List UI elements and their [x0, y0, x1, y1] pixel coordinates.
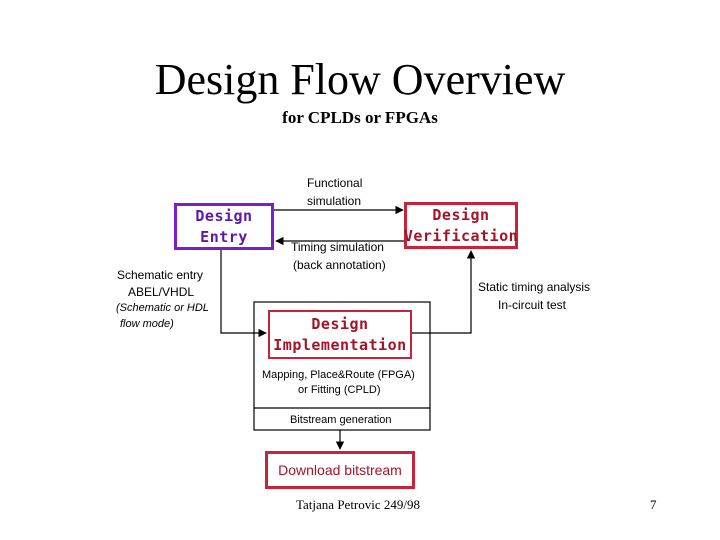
- schematic-label-1: Schematic entry: [117, 268, 204, 282]
- design-verification-line2: Verification: [403, 226, 519, 245]
- schematic-label-4: flow mode): [120, 318, 174, 330]
- download-bitstream-box: Download bitstream: [265, 451, 415, 489]
- timing-sim-label-1: Timing simulation: [291, 240, 384, 254]
- design-implementation-line1: Design: [311, 314, 369, 333]
- design-implementation-box: Design Implementation: [268, 310, 412, 359]
- design-verification-box: Design Verification: [404, 202, 518, 249]
- timing-sim-label-2: (back annotation): [293, 258, 386, 272]
- design-entry-box: Design Entry: [174, 203, 274, 250]
- implementation-region: [253, 301, 431, 431]
- entry-to-impl-arrow: [220, 250, 267, 338]
- functional-sim-label-2: simulation: [307, 194, 362, 208]
- static-timing-label-1: Static timing analysis: [478, 280, 591, 294]
- mapping-label-1: Mapping, Place&Route (FPGA): [262, 369, 415, 381]
- schematic-label-2: ABEL/VHDL: [128, 285, 195, 299]
- bitstream-generation-label: Bitstream generation: [290, 414, 392, 426]
- design-verification-line1: Design: [432, 205, 490, 224]
- static-timing-label-2: In-circuit test: [498, 298, 567, 312]
- design-entry-line1: Design: [195, 206, 253, 225]
- design-entry-line2: Entry: [200, 227, 248, 246]
- impl-to-verif-arrow: [412, 250, 476, 334]
- slide-title: Design Flow Overview: [154, 55, 566, 104]
- slide-subtitle: for CPLDs or FPGAs: [282, 108, 438, 127]
- mapping-label-2: or Fitting (CPLD): [298, 384, 381, 396]
- download-bitstream-label: Download bitstream: [278, 461, 402, 478]
- schematic-label-3: (Schematic or HDL: [116, 302, 209, 314]
- design-implementation-line2: Implementation: [273, 335, 407, 354]
- functional-sim-label-1: Functional: [307, 176, 363, 190]
- page-number: 7: [650, 497, 657, 512]
- footer-author: Tatjana Petrovic 249/98: [296, 497, 421, 512]
